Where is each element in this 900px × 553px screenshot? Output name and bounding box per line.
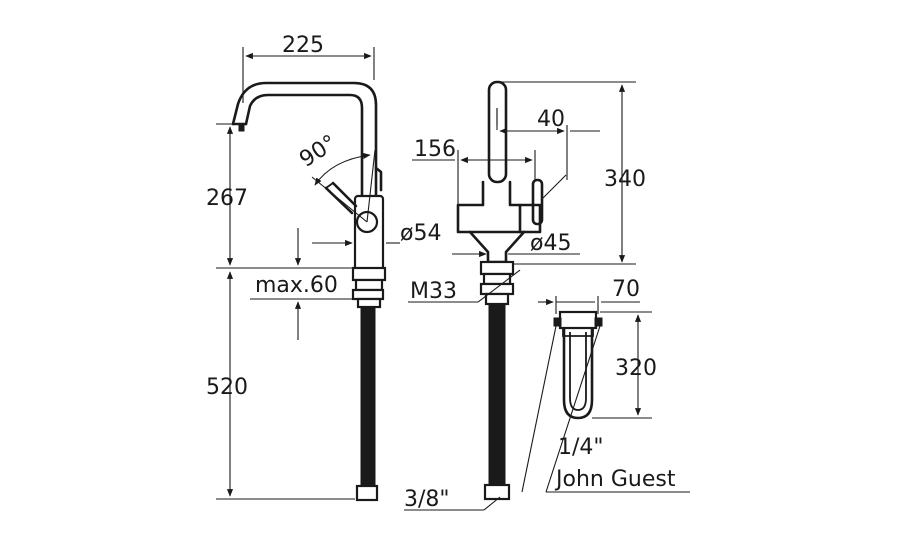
dim-filter-fitting: John Guest: [554, 467, 676, 492]
dim-total-height: 340: [604, 167, 646, 192]
dim-max-deck: max.60: [255, 273, 338, 298]
spout-outer: [231, 81, 378, 202]
dim-lever-offset: 40: [537, 107, 565, 132]
filter-head: [558, 310, 598, 330]
dim-shank-length: 520: [206, 375, 248, 400]
dim-filter-connection: 1/4": [558, 435, 604, 460]
filter-unit: 70 320 1/4" John Guest: [521, 277, 690, 493]
dim-thread: M33: [410, 279, 457, 304]
shank-right: [488, 303, 506, 495]
dim-body-diameter-left: ø54: [400, 221, 441, 246]
lever: [324, 181, 358, 215]
aerator: [238, 123, 245, 132]
dim-filter-height: 320: [615, 356, 657, 381]
shank-left: [360, 306, 376, 498]
lever-front: [531, 178, 544, 226]
spout-front: [487, 80, 508, 184]
dim-filter-width: 70: [612, 277, 640, 302]
dim-spout-reach: 225: [282, 33, 324, 58]
body-front: [456, 180, 522, 234]
front-view-tap: 156 40 340 ø45 M33 3/8": [404, 80, 646, 512]
filter-canister: [562, 326, 594, 420]
side-view-tap: 225 90° 267 520 ø54 max.60: [206, 33, 441, 502]
dim-outlet-offset: 156: [414, 137, 456, 162]
dim-connection: 3/8": [404, 487, 450, 512]
dim-body-diameter-right: ø45: [530, 231, 571, 256]
deck-nut-top: [351, 266, 387, 282]
spout-inner: [244, 93, 364, 202]
dim-spout-height: 267: [206, 186, 248, 211]
